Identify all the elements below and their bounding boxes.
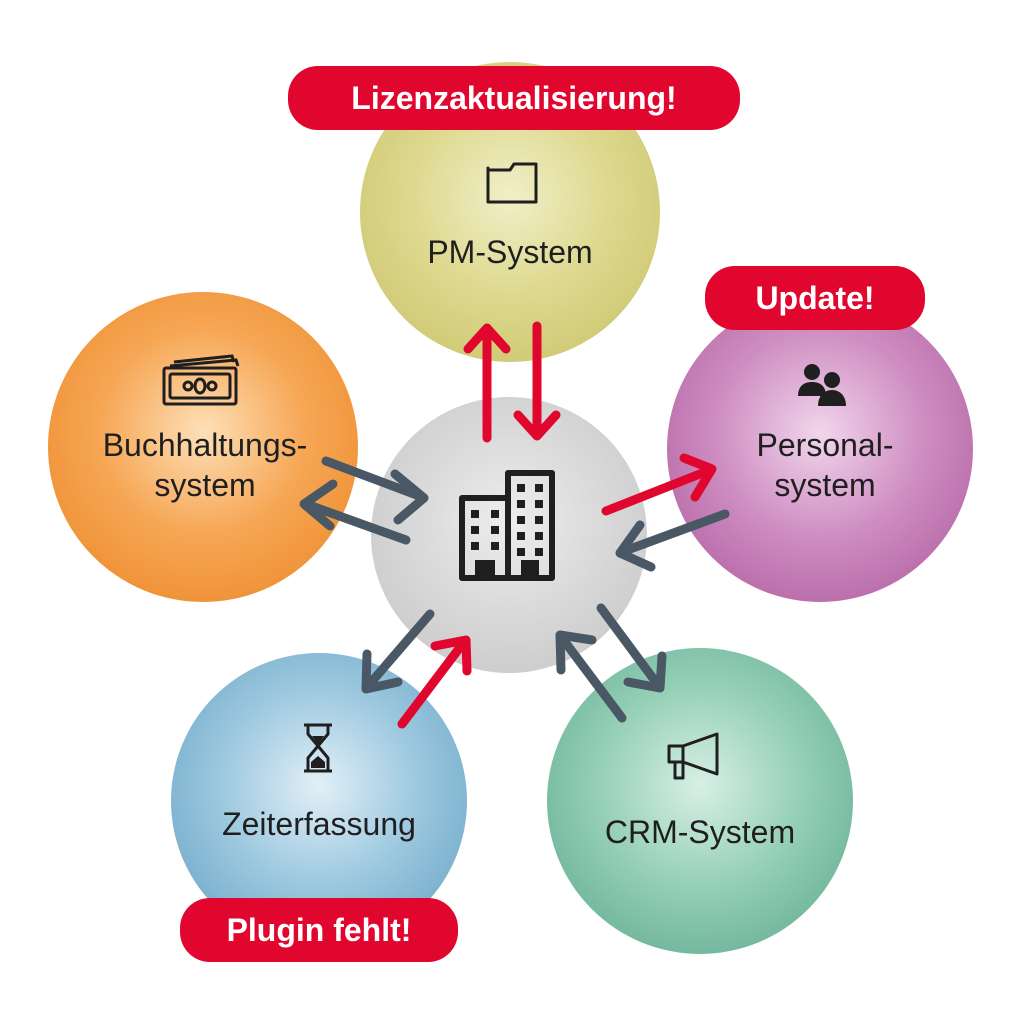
crm-system-label: CRM-System: [604, 814, 796, 850]
plugin-missing-badge: Plugin fehlt!: [180, 898, 458, 962]
hr-system-node: [667, 296, 973, 602]
arrow-time-to-hub: [397, 635, 472, 729]
arrow-crm-to-hub: [555, 630, 627, 723]
arrow-hub-to-time: [361, 609, 435, 694]
hr-system-label: Personal- system: [675, 425, 975, 505]
arrow-pm-to-hub: [513, 321, 561, 441]
accounting-system-node: [48, 292, 358, 602]
arrow-accounting-to-hub: [321, 456, 429, 525]
accounting-label-line1: Buchhaltungs-: [102, 427, 308, 463]
banknote-icon: [162, 354, 240, 406]
pm-system-label: PM-System: [427, 234, 593, 270]
license-update-badge: Lizenzaktualisierung!: [288, 66, 740, 130]
accounting-system-label: Buchhaltungs- system: [60, 425, 350, 505]
hr-label-line1: Personal-: [756, 427, 894, 463]
update-badge: Update!: [705, 266, 925, 330]
arrow-hub-to-pm: [463, 323, 511, 443]
accounting-label-line2: system: [154, 467, 256, 503]
office-building-icon: [459, 470, 555, 581]
folder-icon: [486, 162, 538, 204]
arrow-hub-to-crm: [596, 603, 667, 693]
people-icon: [798, 364, 846, 406]
arrow-hr-to-hub: [615, 509, 730, 572]
megaphone-icon: [667, 732, 719, 780]
hourglass-icon: [304, 723, 332, 773]
time-tracking-label: Zeiterfassung: [222, 806, 416, 842]
arrow-hub-to-hr: [601, 453, 717, 516]
crm-system-node: [547, 648, 853, 954]
arrow-hub-to-accounting: [299, 479, 411, 545]
hr-label-line2: system: [774, 467, 876, 503]
